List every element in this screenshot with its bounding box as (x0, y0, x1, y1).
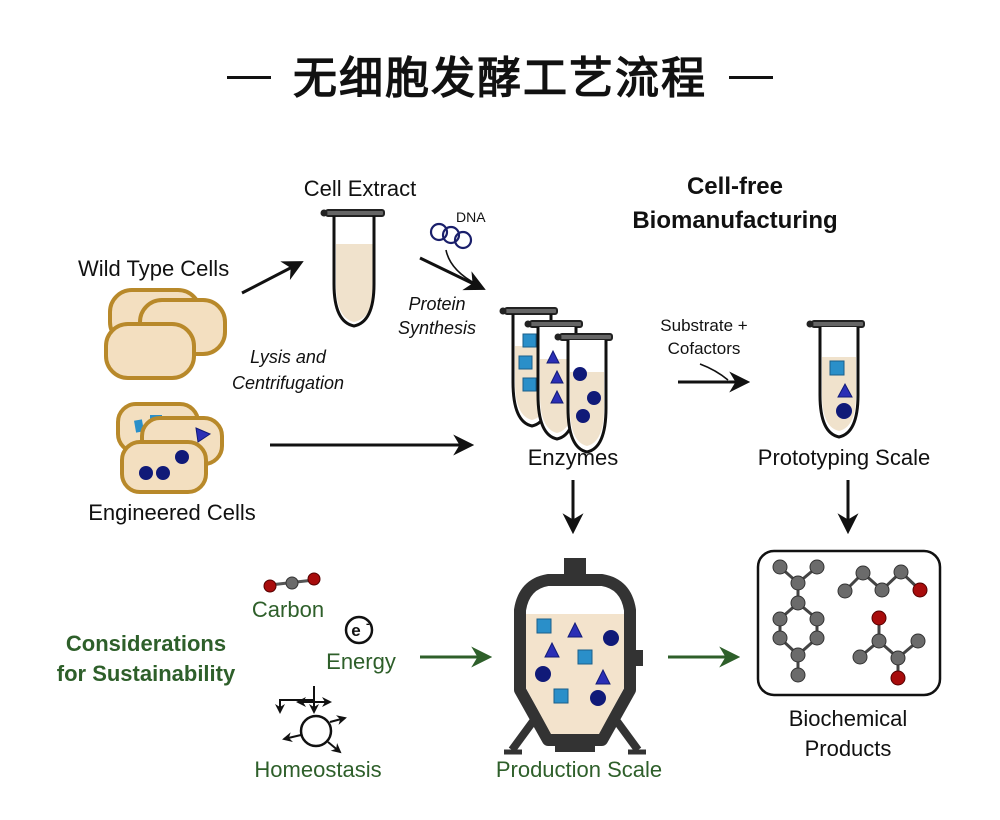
arrow-to-extract (241, 261, 304, 295)
protein-label-1: Protein (408, 294, 465, 314)
products-label-1: Biochemical (789, 706, 908, 731)
dna-curve-arrow (445, 249, 477, 285)
heading-line2: Biomanufacturing (632, 207, 837, 234)
cell-extract-tube (320, 209, 385, 328)
lysis-label-1: Lysis and (250, 347, 327, 367)
prototyping-scale-label: Prototyping Scale (758, 445, 930, 470)
arrow-protein-synthesis (419, 256, 486, 291)
cell-extract-label: Cell Extract (304, 176, 416, 201)
title-text: 无细胞发酵工艺流程 (293, 53, 707, 104)
enzyme-tube-3 (554, 333, 613, 454)
wild-type-cells-label: Wild Type Cells (78, 256, 229, 281)
homeostasis-icon (275, 686, 347, 754)
substrate-curve-arrow (699, 363, 729, 381)
heading-line1: Cell-free (687, 173, 783, 200)
title-dash-right (729, 75, 773, 79)
co2-molecule-icon (263, 572, 321, 593)
prototyping-tube (806, 320, 865, 439)
sustainability-heading-2: for Sustainability (57, 661, 236, 686)
engineered-cells-label: Engineered Cells (88, 500, 256, 525)
substrate-label-2: Cofactors (668, 339, 741, 358)
molecule-chain-icon (837, 564, 928, 599)
production-scale-label: Production Scale (496, 757, 662, 782)
molecule-ring-icon (772, 559, 825, 683)
wild-type-cells-icon (104, 288, 227, 380)
electron-symbol: e (351, 621, 360, 640)
energy-label: Energy (326, 649, 396, 674)
molecule-branched-icon (852, 610, 926, 686)
protein-label-2: Synthesis (398, 318, 476, 338)
homeostasis-label: Homeostasis (254, 757, 381, 782)
page-title: 无细胞发酵工艺流程 (0, 42, 1000, 106)
svg-text:-: - (366, 618, 370, 630)
substrate-label-1: Substrate + (660, 316, 747, 335)
bioreactor-vessel-icon (504, 558, 646, 755)
lysis-label-2: Centrifugation (232, 373, 344, 393)
engineered-cells-icon (116, 402, 224, 494)
sustainability-heading-1: Considerations (66, 631, 226, 656)
enzymes-label: Enzymes (528, 445, 618, 470)
products-label-2: Products (805, 736, 892, 761)
electron-icon: e - (344, 615, 374, 645)
carbon-label: Carbon (252, 597, 324, 622)
dna-plasmid-icon (429, 222, 473, 250)
dna-label: DNA (456, 209, 486, 225)
title-dash-left (227, 75, 271, 79)
